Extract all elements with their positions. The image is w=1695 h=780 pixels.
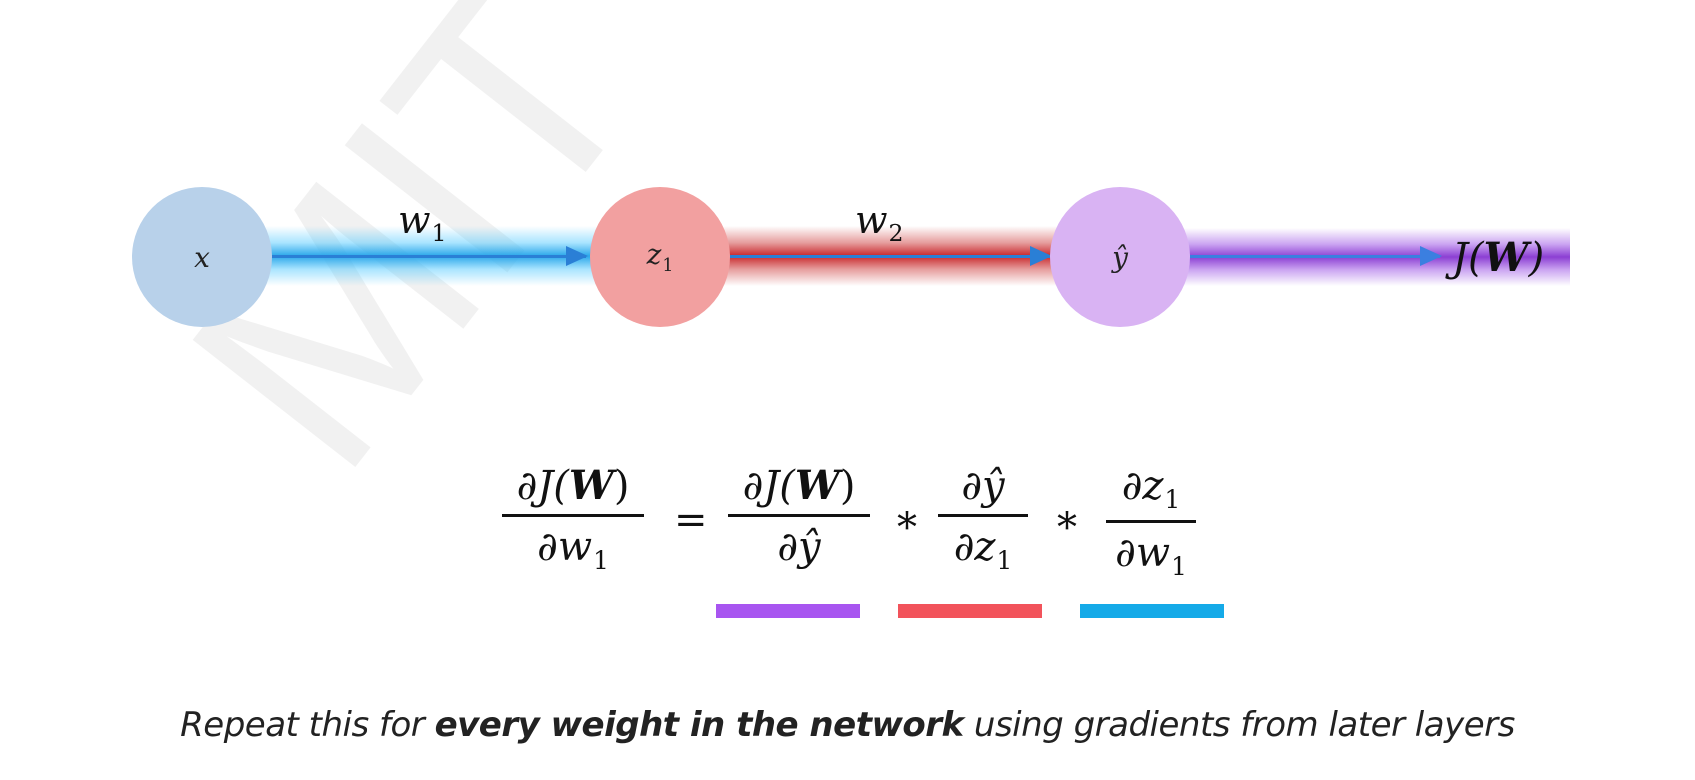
node-z1: z1 [590,187,730,327]
term3-color-bar [1080,604,1224,618]
node-y-hat: ŷ [1050,187,1190,327]
multiply-sign-1: * [897,505,917,551]
node-x-label: x [194,240,210,274]
term1-numerator: ∂J(W) [742,462,856,509]
edge-label-w1: w1 [398,198,447,248]
term2-numerator: ∂ŷ [961,463,1005,509]
term1-color-bar [716,604,860,618]
equation-term2-fraction: ∂ŷ ∂z1 [938,466,1028,573]
caption: Repeat this for every weight in the netw… [180,705,1515,745]
equation-term3-fraction: ∂z1 ∂w1 [1106,466,1196,580]
lhs-numerator: ∂J(W) [516,462,630,509]
term2-color-bar [898,604,1042,618]
equals-sign: = [674,497,708,543]
term3-numerator: ∂z1 [1121,463,1181,514]
lhs-denominator: ∂w1 [502,514,644,573]
multiply-sign-2: * [1057,505,1077,551]
yhat-to-loss-arrow [1188,246,1442,266]
node-z1-label: z1 [646,238,674,276]
loss-label: J(W) [1452,234,1545,281]
equation-term1-fraction: ∂J(W) ∂ŷ [728,466,870,567]
term3-denominator: ∂w1 [1106,520,1196,579]
term1-denominator: ∂ŷ [728,514,870,567]
node-x: x [132,187,272,327]
term2-denominator: ∂z1 [938,514,1028,573]
x-to-z1-arrow [268,246,588,266]
equation-lhs-fraction: ∂J(W) ∂w1 [502,466,644,573]
z1-to-yhat-arrow [728,246,1052,266]
edge-label-w2: w2 [855,198,904,248]
node-y-hat-label: ŷ [1112,240,1128,274]
